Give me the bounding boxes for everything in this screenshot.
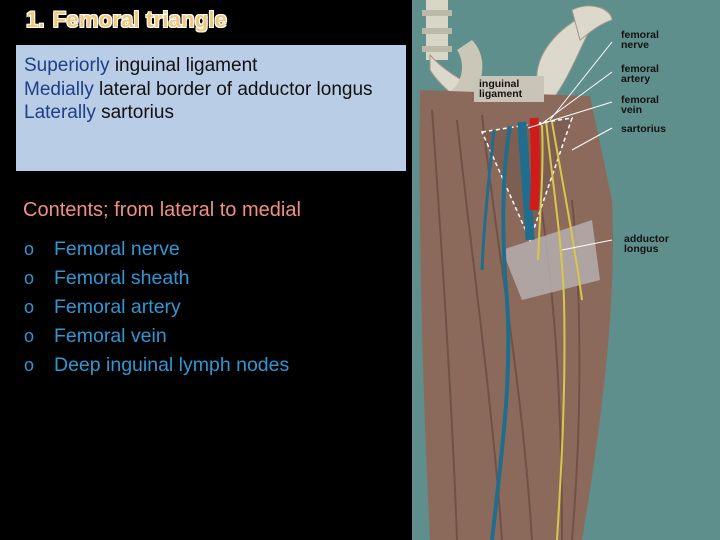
boundary-medial: Medially lateral border of adductor long… bbox=[24, 78, 398, 102]
list-item: o Femoral nerve bbox=[24, 234, 289, 263]
boundary-lateral: Laterally sartorius bbox=[24, 101, 398, 125]
list-item-text: Femoral vein bbox=[54, 324, 167, 347]
label-line: vein bbox=[621, 104, 643, 116]
label-line: femoral bbox=[621, 29, 659, 41]
label-femoral-artery: femoral artery bbox=[621, 63, 659, 85]
label-inguinal-ligament: inguinal ligament bbox=[479, 78, 523, 100]
label-adductor-longus: adductor longus bbox=[624, 233, 669, 255]
list-item: o Femoral artery bbox=[24, 292, 289, 321]
label-line: longus bbox=[624, 243, 659, 255]
femoral-vessels bbox=[480, 117, 583, 540]
label-line: nerve bbox=[621, 39, 650, 51]
thigh-dissection-drawing bbox=[412, 0, 720, 540]
boundary-text: sartorius bbox=[95, 102, 174, 123]
slide-title: 1. Femoral triangle bbox=[26, 7, 227, 33]
list-item-text: Femoral artery bbox=[54, 295, 181, 318]
contents-heading: Contents; from lateral to medial bbox=[23, 199, 301, 221]
boundary-keyword: Laterally bbox=[24, 102, 96, 123]
label-femoral-vein: femoral vein bbox=[621, 94, 659, 116]
thigh bbox=[419, 90, 613, 540]
list-item: o Femoral vein bbox=[24, 321, 289, 350]
label-line: adductor bbox=[624, 233, 669, 245]
boundary-superior: Superiorly inguinal ligament bbox=[24, 54, 398, 78]
anatomy-illustration: femoral nerve femoral artery femoral vei… bbox=[412, 0, 720, 540]
title-text: Femoral triangle bbox=[52, 7, 228, 32]
list-item-text: Femoral sheath bbox=[54, 266, 190, 289]
list-item-text: Femoral nerve bbox=[54, 237, 180, 260]
boundary-text: inguinal ligament bbox=[109, 55, 258, 76]
bullet: o bbox=[24, 296, 35, 317]
bullet: o bbox=[24, 325, 35, 346]
inguinal-label-bg bbox=[474, 76, 544, 102]
list-item: o Deep inguinal lymph nodes bbox=[24, 350, 289, 379]
label-pointers bbox=[527, 41, 613, 251]
boundary-keyword: Superiorly bbox=[24, 55, 110, 76]
label-line: femoral bbox=[621, 94, 659, 106]
label-femoral-nerve: femoral nerve bbox=[621, 29, 659, 51]
list-item: o Femoral sheath bbox=[24, 263, 289, 292]
title-number: 1. bbox=[26, 7, 45, 32]
boundaries-box: Superiorly inguinal ligament Medially la… bbox=[16, 45, 406, 171]
bullet: o bbox=[24, 267, 35, 288]
label-line: artery bbox=[621, 73, 651, 85]
label-line: inguinal bbox=[479, 78, 520, 90]
list-item-text: Deep inguinal lymph nodes bbox=[54, 353, 290, 376]
boundary-keyword: Medially bbox=[24, 78, 94, 100]
label-line: femoral bbox=[621, 63, 659, 75]
label-sartorius: sartorius bbox=[621, 123, 666, 135]
label-line: sartorius bbox=[621, 123, 666, 135]
bullet: o bbox=[24, 354, 35, 375]
boundary-text: lateral border of adductor longus bbox=[93, 78, 373, 100]
label-line: ligament bbox=[479, 88, 523, 100]
bullet: o bbox=[24, 238, 35, 259]
